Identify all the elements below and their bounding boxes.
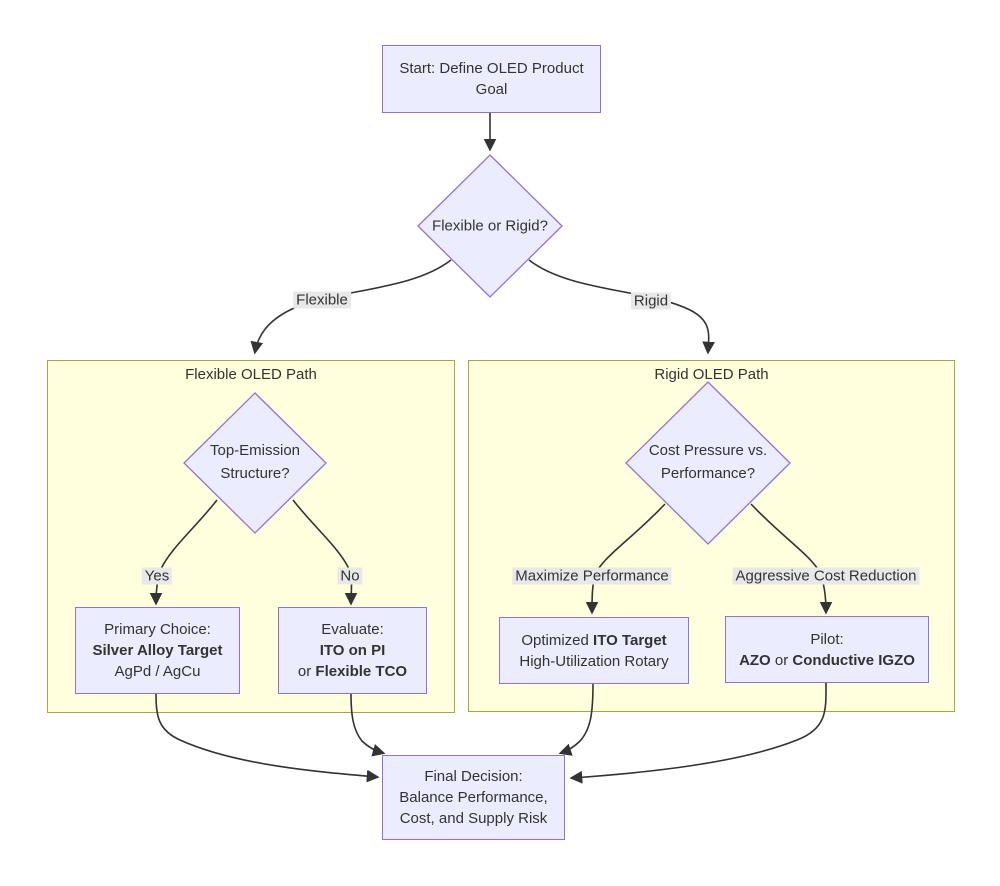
edge-costpressure-maximize xyxy=(585,503,666,615)
node-evaluate-line3: or Flexible TCO xyxy=(297,663,408,680)
diamond-top-emission xyxy=(183,392,327,534)
edge-decision-to-rigid-cluster xyxy=(528,259,715,355)
edge-label-yes: Yes xyxy=(141,567,173,585)
node-start-line1: Start: Define OLED Product xyxy=(399,60,584,77)
node-evaluate: Evaluate: ITO on PI or Flexible TCO xyxy=(278,607,427,694)
node-evaluate-line1: Evaluate: xyxy=(321,621,384,638)
edge-evaluate-to-final xyxy=(350,692,386,757)
node-final-line1: Final Decision: xyxy=(424,768,523,785)
node-optimized-line2: High-Utilization Rotary xyxy=(519,652,669,670)
edge-decision-to-flexible-cluster xyxy=(250,259,452,355)
diamond-cost-pressure-label: Cost Pressure vs. Performance? xyxy=(648,442,768,482)
edge-primary-to-final xyxy=(155,692,380,783)
node-final-line3: Cost, and Supply Risk xyxy=(399,810,548,827)
edge-pilot-to-final xyxy=(569,681,827,784)
node-start-line2: Goal xyxy=(475,81,508,98)
cluster-rigid-title: Rigid OLED Path xyxy=(654,366,769,383)
edge-label-flexible: Flexible xyxy=(293,291,351,309)
node-primary-line3: AgPd / AgCu xyxy=(114,663,201,680)
node-primary-choice: Primary Choice: Silver Alloy Target AgPd… xyxy=(75,607,240,694)
node-final-decision: Final Decision: Balance Performance, Cos… xyxy=(382,755,565,840)
node-pilot-line1: Pilot: xyxy=(810,630,844,648)
edge-label-aggressive-cost-reduction: Aggressive Cost Reduction xyxy=(732,567,920,585)
node-primary-line2: Silver Alloy Target xyxy=(92,642,223,659)
diamond-flexible-or-rigid-label: Flexible or Rigid? xyxy=(432,217,548,235)
node-final-line2: Balance Performance, xyxy=(399,789,548,806)
node-pilot-line2: AZO or Conductive IGZO xyxy=(739,651,915,669)
node-optimized-ito: Optimized ITO Target High-Utilization Ro… xyxy=(499,617,689,684)
edge-optimized-to-final xyxy=(558,682,594,756)
diamond-top-emission-label: Top-Emission Structure? xyxy=(209,442,301,482)
edge-topemission-no xyxy=(292,499,358,606)
cluster-flexible-title: Flexible OLED Path xyxy=(185,366,317,383)
edge-label-rigid: Rigid xyxy=(630,292,672,310)
diamond-flexible-or-rigid xyxy=(417,154,563,298)
edge-topemission-yes xyxy=(149,499,218,606)
node-optimized-line1: Optimized ITO Target xyxy=(521,631,667,649)
node-start: Start: Define OLED Product Goal xyxy=(382,45,601,113)
edge-label-no: No xyxy=(337,567,363,585)
edge-label-maximize-performance: Maximize Performance xyxy=(512,567,672,585)
node-primary-line1: Primary Choice: xyxy=(104,621,211,638)
diamond-cost-pressure xyxy=(625,381,791,545)
edge-costpressure-aggressive xyxy=(750,503,833,615)
node-evaluate-line2: ITO on PI xyxy=(319,642,386,659)
node-pilot: Pilot: AZO or Conductive IGZO xyxy=(725,616,929,683)
